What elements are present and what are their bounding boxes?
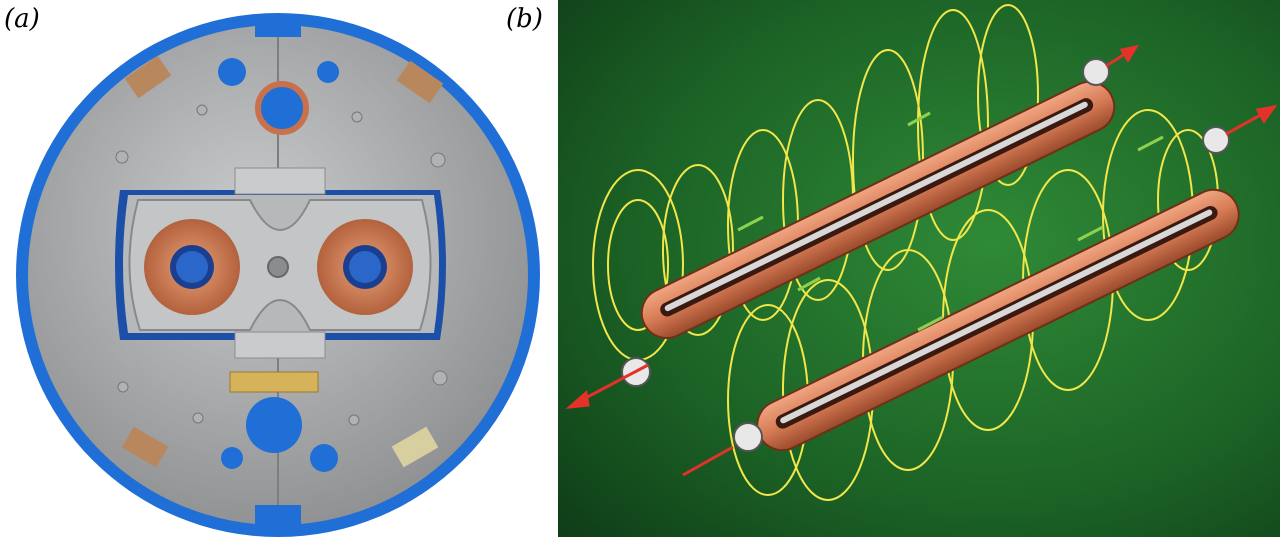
twin-aperture-illustration: [558, 0, 1280, 537]
magnet-cross-section-image: [16, 13, 540, 537]
magnet-cross-section-photo: [0, 0, 555, 537]
panel-a-label: (a): [4, 4, 40, 34]
twin-aperture-image: [558, 0, 1280, 537]
panel-b-label: (b): [506, 4, 543, 34]
